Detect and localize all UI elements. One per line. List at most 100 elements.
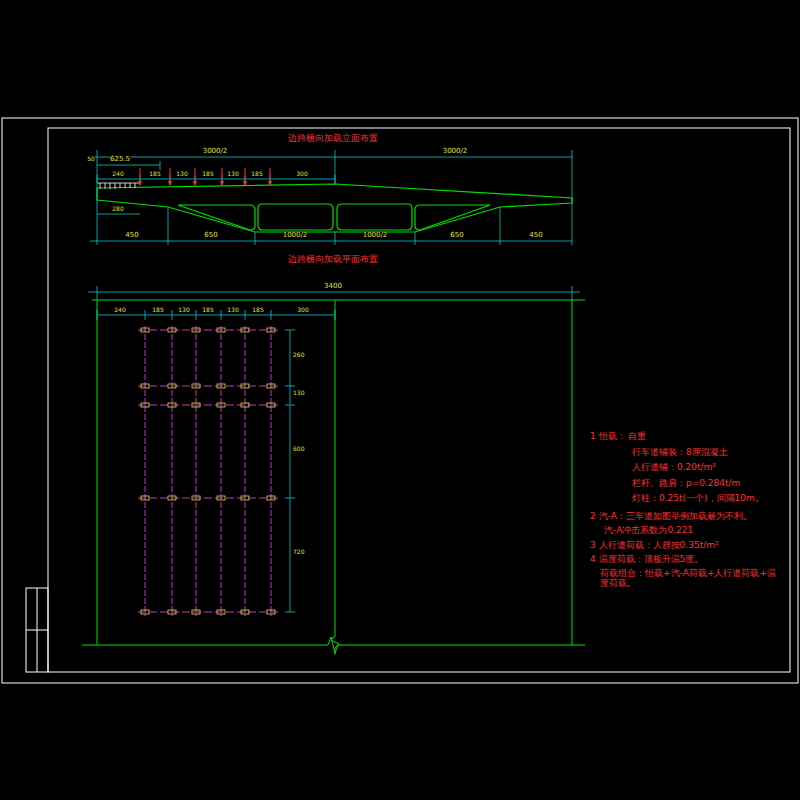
load-note: 灯柱：0.25t(一个)，间隔10m。 xyxy=(632,494,764,504)
arrow-head xyxy=(168,181,172,186)
wheel-patch xyxy=(241,328,249,332)
deck-plan-outline xyxy=(82,300,585,655)
wheel-patch xyxy=(141,328,149,332)
dim-tick xyxy=(285,330,295,331)
dimension-lines xyxy=(88,150,580,612)
dimension-text: 280 xyxy=(112,206,123,213)
arrow-head xyxy=(268,181,272,186)
dimension-text: 50 xyxy=(87,156,95,163)
drawing-title: 边跨横向加载平面布置 xyxy=(288,255,378,265)
dimension-text: 3000/2 xyxy=(203,148,228,156)
wheel-track xyxy=(145,326,146,616)
wheel-patch xyxy=(192,496,200,500)
wheel-patch xyxy=(267,328,275,332)
wheel-patch xyxy=(141,496,149,500)
axle-line xyxy=(138,498,280,499)
wheel-patch xyxy=(192,328,200,332)
dimension-text: 240 xyxy=(112,171,123,178)
dimension-text: 185 xyxy=(252,307,263,314)
dim-tick xyxy=(285,386,295,387)
wheel-patch xyxy=(168,384,176,388)
wheel-patch xyxy=(192,610,200,614)
arrow-head xyxy=(220,181,224,186)
dimension-text: 300 xyxy=(297,307,308,314)
wheel-patch xyxy=(168,496,176,500)
wheel-patch xyxy=(217,384,225,388)
dimension-text: 130 xyxy=(227,171,238,178)
load-note: 4 温度荷载：顶板升温5度。 xyxy=(590,555,703,565)
arrow-head xyxy=(193,181,197,186)
wheel-track xyxy=(245,326,246,616)
dimension-text: 130 xyxy=(227,307,238,314)
wheel-patch xyxy=(192,384,200,388)
dimension-text: 450 xyxy=(529,232,542,240)
dim-tick xyxy=(221,310,222,320)
dimension-text: 185 xyxy=(149,171,160,178)
dim-tick xyxy=(285,405,295,406)
dimension-ticks xyxy=(97,175,335,612)
wheel-patch xyxy=(192,403,200,407)
wheel-patch xyxy=(267,384,275,388)
wheel-patch xyxy=(267,496,275,500)
wheel-patch xyxy=(217,496,225,500)
dimension-text: 300 xyxy=(296,171,307,178)
wheel-patch xyxy=(267,403,275,407)
wheel-track xyxy=(271,326,272,616)
wheel-patch xyxy=(168,328,176,332)
wheel-patch xyxy=(217,403,225,407)
arrow-head xyxy=(138,181,142,186)
dimension-text: 130 xyxy=(293,390,304,397)
dim-tick xyxy=(335,175,336,183)
wheel-patch xyxy=(168,403,176,407)
dimension-text: 720 xyxy=(293,549,304,556)
wheel-patch xyxy=(267,610,275,614)
dim-tick xyxy=(271,310,272,320)
wheel-patch xyxy=(141,610,149,614)
load-positions xyxy=(138,168,280,616)
dim-tick xyxy=(196,310,197,320)
dimension-text: 130 xyxy=(178,307,189,314)
wheel-track xyxy=(172,326,173,616)
dimension-text: 130 xyxy=(176,171,187,178)
wheel-patch xyxy=(241,384,249,388)
dimension-text: 625.5 xyxy=(110,156,130,164)
drawing-title: 边跨横向加载立面布置 xyxy=(288,134,378,144)
dimension-text: 3000/2 xyxy=(443,148,468,156)
wheel-patch xyxy=(241,610,249,614)
dim-tick xyxy=(145,310,146,320)
wheel-patch xyxy=(217,328,225,332)
dim-tick xyxy=(97,310,98,320)
dimension-text: 185 xyxy=(202,171,213,178)
load-note: 行车道铺装：8厘混凝土 xyxy=(632,448,728,458)
wheel-patch xyxy=(241,403,249,407)
dimension-text: 650 xyxy=(450,232,463,240)
dimension-text: 1000/2 xyxy=(283,232,308,240)
load-note: 2 汽-A：三车道如图举例加载最为不利。 xyxy=(590,512,752,522)
axle-line xyxy=(138,330,280,331)
load-note: 栏杆、路肩：p=0.284t/m xyxy=(632,479,740,489)
dim-tick xyxy=(285,612,295,613)
dimension-text: 185 xyxy=(251,171,262,178)
dimension-text: 185 xyxy=(152,307,163,314)
dimension-text: 1000/2 xyxy=(363,232,388,240)
dimension-text: 650 xyxy=(204,232,217,240)
wheel-patch xyxy=(168,610,176,614)
dim-tick xyxy=(97,175,98,183)
wheel-patch xyxy=(217,610,225,614)
railing-symbol xyxy=(97,183,140,189)
dimension-text: 450 xyxy=(125,232,138,240)
dim-tick xyxy=(335,310,336,320)
dimension-text: 185 xyxy=(202,307,213,314)
axle-line xyxy=(138,386,280,387)
dimension-text: 600 xyxy=(293,446,304,453)
wheel-patch xyxy=(141,403,149,407)
load-note: 1 恒载： 自重 xyxy=(590,432,646,442)
wheel-patch xyxy=(141,384,149,388)
sheet-frame xyxy=(2,118,798,683)
load-note: 3 人行道荷载：人群按0.35t/m² xyxy=(590,541,719,551)
dim-tick xyxy=(245,310,246,320)
load-note: 汽-A冲击系数为0.221 xyxy=(604,526,693,536)
arrow-head xyxy=(243,181,247,186)
